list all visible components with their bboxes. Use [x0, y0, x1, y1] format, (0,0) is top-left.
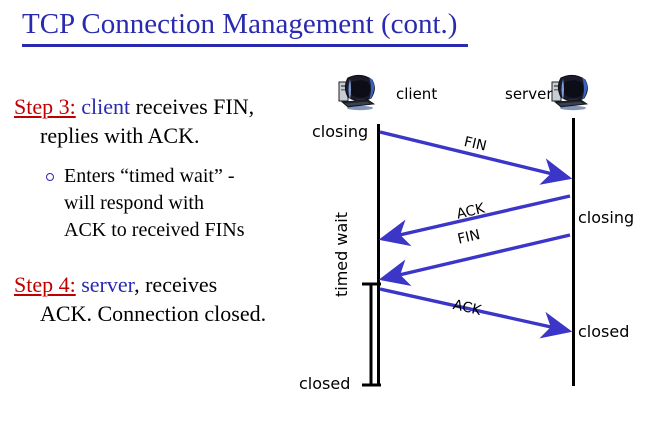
client-timeline [377, 124, 380, 386]
arrow-fin-2 [378, 233, 571, 287]
arrow-ack-1 [378, 194, 571, 247]
step3-line2: replies with ACK. [40, 123, 200, 148]
timed-wait-label: timed wait [332, 212, 351, 297]
subbullet-line3: ACK to received FINs [64, 219, 245, 241]
step4-host: server [81, 272, 135, 297]
page-title: TCP Connection Management (cont.) [22, 8, 458, 40]
state-label-server-closed: closed [578, 322, 630, 341]
subbullet-line1: Enters “timed wait” - [64, 165, 235, 187]
step4-paragraph: Step 4: server, receives ACK. Connection… [14, 270, 319, 328]
desktop-computer-icon [336, 72, 378, 117]
state-label-client-closing: closing [312, 122, 369, 141]
server-timeline [572, 118, 575, 386]
step4-line1: , receives [134, 272, 218, 297]
step3-host: client [81, 94, 131, 119]
subbullet-line2: will respond with [64, 192, 204, 214]
step3-paragraph: Step 3: client receives FIN, replies wit… [14, 92, 314, 150]
timed-wait-bracket [362, 282, 381, 387]
step3-keyword: Step 3: [14, 94, 76, 119]
host-label-client: client [396, 85, 438, 103]
step3-subbullet: Enters “timed wait” - will respond with … [46, 163, 306, 244]
arrow-ack-2 [379, 287, 573, 339]
circle-outline-bullet-icon [46, 173, 54, 181]
desktop-computer-icon [549, 72, 591, 117]
arrow-fin-1 [379, 130, 573, 185]
host-label-server: server [505, 85, 553, 103]
state-label-client-closed: closed [299, 374, 351, 393]
step4-keyword: Step 4: [14, 272, 76, 297]
title-underline [22, 44, 468, 47]
step4-line2: ACK. Connection closed. [40, 301, 267, 326]
state-label-server-closing: closing [578, 208, 635, 227]
step3-line1: receives FIN, [130, 94, 255, 119]
